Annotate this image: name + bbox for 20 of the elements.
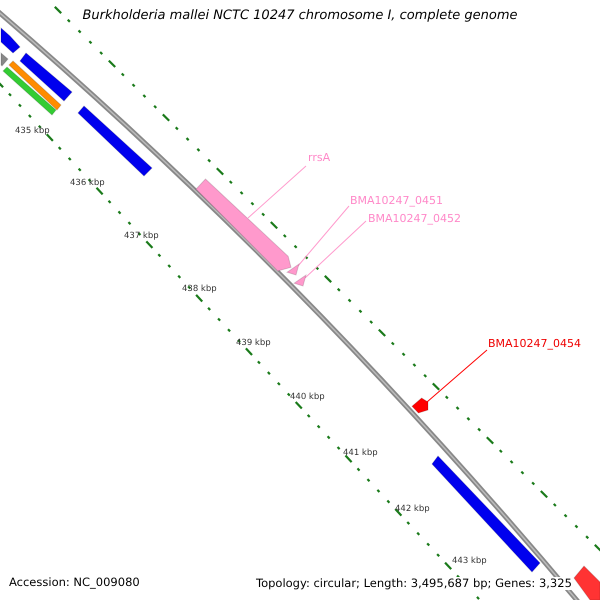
scale-label: 439 kbp xyxy=(236,339,271,349)
scale-label: 441 kbp xyxy=(343,449,378,459)
leader-line xyxy=(298,206,350,266)
info-text: Accession: NC_009080 xyxy=(9,576,140,590)
info-text: Topology: circular; Length: 3,495,687 bp; Genes: 3,325 xyxy=(256,577,572,590)
gene-label: BMA10247_0452 xyxy=(368,212,462,225)
leader-line xyxy=(248,166,306,218)
gene-label: rrsA xyxy=(308,151,330,164)
gene-label: BMA10247_0451 xyxy=(350,194,444,207)
scale-label: 440 kbp xyxy=(290,393,325,403)
scale-label: 442 kbp xyxy=(395,505,430,515)
leader-line xyxy=(426,350,488,402)
scale-label: 435 kbp xyxy=(15,127,50,137)
leader-line xyxy=(304,220,366,278)
scale-label: 438 kbp xyxy=(182,285,217,295)
gene-label: BMA10247_0454 xyxy=(488,337,582,350)
scale-label: 443 kbp xyxy=(452,557,487,567)
scale-label: 437 kbp xyxy=(124,232,159,242)
title: Burkholderia mallei NCTC 10247 chromosome I, complete genome xyxy=(81,9,519,24)
scale-label: 436 kbp xyxy=(70,179,105,189)
